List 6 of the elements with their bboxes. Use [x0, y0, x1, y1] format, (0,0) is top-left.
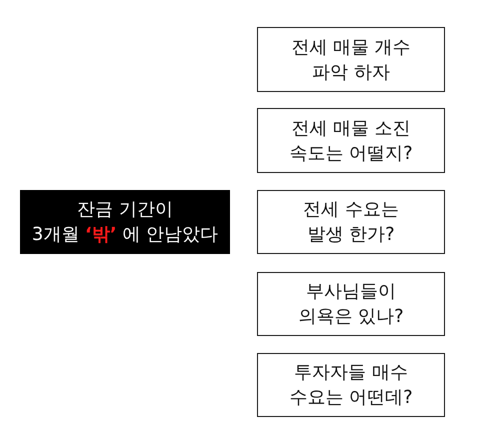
statement-box: 잔금 기간이 3개월 ‘밖’ 에 안남았다: [20, 190, 230, 254]
question-box: 전세 매물 소진 속도는 어떨지?: [257, 108, 445, 173]
question-box: 전세 수요는 발생 한가?: [257, 190, 445, 254]
question-box: 부사님들이 의욕은 있나?: [257, 272, 445, 336]
question-box: 투자자들 매수 수요는 어떤데?: [257, 353, 445, 417]
question-box: 전세 매물 개수 파악 하자: [257, 27, 445, 92]
